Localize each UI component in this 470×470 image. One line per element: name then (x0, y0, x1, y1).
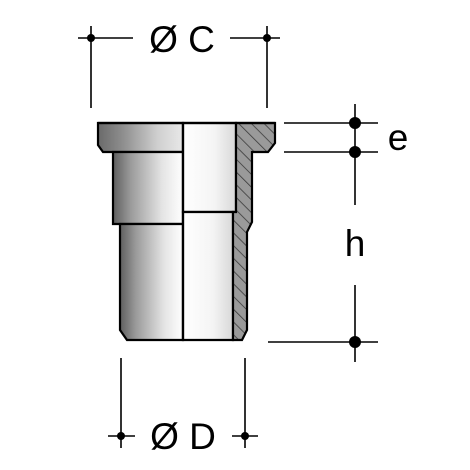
bore-thread (181, 210, 235, 342)
dimension-d-dot-right (241, 432, 249, 440)
shank-lower (118, 222, 185, 342)
dimension-d (108, 358, 258, 448)
label-inner-diameter: Ø D (150, 416, 216, 457)
bore-upper (181, 121, 238, 214)
label-outer-diameter: Ø C (149, 19, 215, 60)
label-head-thickness: e (388, 117, 409, 158)
label-height: h (345, 223, 366, 264)
shank-upper (111, 150, 185, 226)
flange-left (96, 121, 185, 154)
dimension-c-dot-left (87, 34, 95, 42)
dimension-e-dot-bottom (349, 146, 361, 158)
dimension-d-dot-left (117, 432, 125, 440)
dimension-c-dot-right (263, 34, 271, 42)
section-wall (231, 121, 277, 342)
dimension-e-dot-top (349, 117, 361, 129)
dimension-c (78, 26, 280, 108)
dimension-h-dot-bottom (349, 336, 361, 348)
dimension-e-h (268, 104, 378, 362)
rivet-nut-body (96, 121, 277, 342)
